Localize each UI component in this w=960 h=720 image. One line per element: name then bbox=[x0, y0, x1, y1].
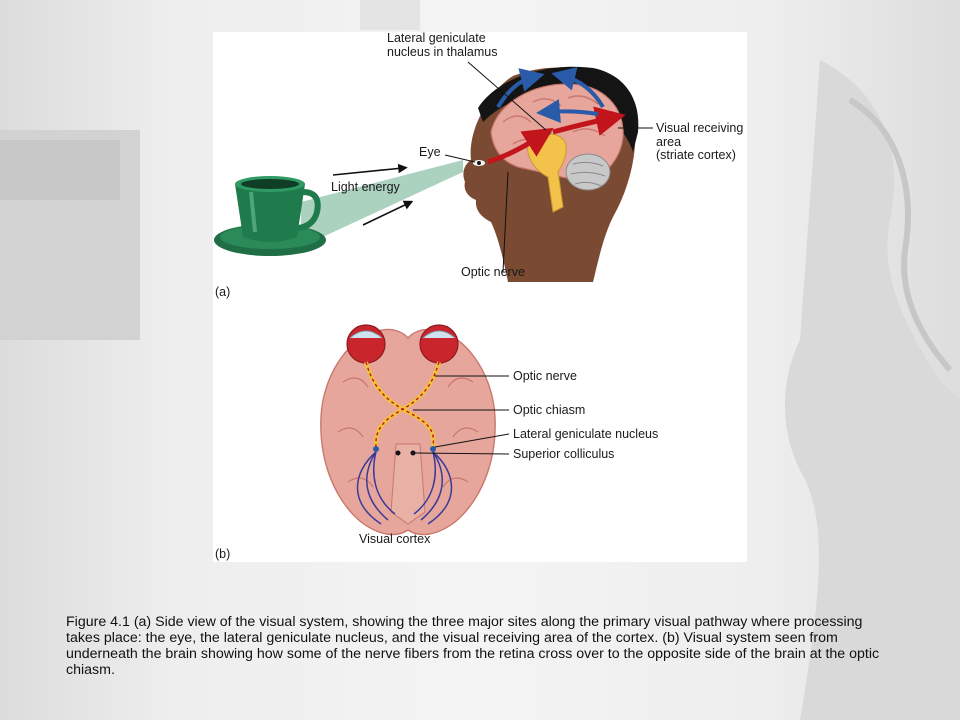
pathway-arrow-blue-3 bbox=[536, 99, 599, 124]
leader-lgn bbox=[467, 61, 547, 131]
leader-eye bbox=[444, 154, 476, 163]
light-beam bbox=[301, 160, 463, 247]
figure-panel: Lateral geniculate nucleus in thalamus E… bbox=[213, 31, 747, 562]
panel-a-illustration bbox=[214, 61, 653, 282]
label-visual-receiving-line2: area bbox=[656, 134, 682, 149]
label-visual-receiving-area: Visual receiving area (striate cortex) bbox=[656, 121, 744, 163]
pathway-arrow-red-2 bbox=[552, 106, 626, 136]
label-optic-nerve-b: Optic nerve bbox=[513, 369, 577, 383]
label-lgn-thalamus: Lateral geniculate nucleus in thalamus bbox=[387, 31, 498, 59]
label-superior-colliculus: Superior colliculus bbox=[513, 447, 615, 461]
panel-a-tag: (a) bbox=[215, 285, 231, 299]
label-optic-chiasm: Optic chiasm bbox=[513, 403, 586, 417]
label-visual-receiving-line1: Visual receiving bbox=[656, 121, 744, 135]
label-lgn-thalamus-line2: nucleus in thalamus bbox=[387, 44, 498, 59]
head bbox=[463, 66, 639, 282]
label-lgn-b: Lateral geniculate nucleus bbox=[513, 427, 659, 441]
teacup bbox=[214, 176, 326, 256]
pathway-arrow-blue-2 bbox=[551, 67, 605, 109]
label-visual-cortex: Visual cortex bbox=[359, 532, 431, 546]
leader-superior-colliculus bbox=[414, 452, 510, 455]
label-light-energy: Light energy bbox=[331, 180, 400, 194]
light-arrow-upper bbox=[332, 163, 408, 176]
leader-optic-nerve bbox=[502, 171, 509, 273]
panel-b-illustration bbox=[320, 324, 510, 536]
visual-system-illustration bbox=[214, 61, 653, 536]
label-eye: Eye bbox=[419, 145, 441, 159]
pathway-arrow-blue-1 bbox=[496, 68, 545, 109]
figure-caption: Figure 4.1 (a) Side view of the visual s… bbox=[66, 614, 880, 678]
label-lgn-thalamus-line1: Lateral geniculate bbox=[387, 31, 486, 45]
light-arrow-lower bbox=[362, 200, 414, 226]
label-visual-receiving-line3: (striate cortex) bbox=[656, 148, 736, 162]
leader-lgn-b bbox=[434, 433, 510, 448]
panel-b-tag: (b) bbox=[215, 547, 231, 561]
label-optic-nerve-a: Optic nerve bbox=[461, 265, 525, 279]
pathway-arrow-red-1 bbox=[487, 127, 554, 165]
